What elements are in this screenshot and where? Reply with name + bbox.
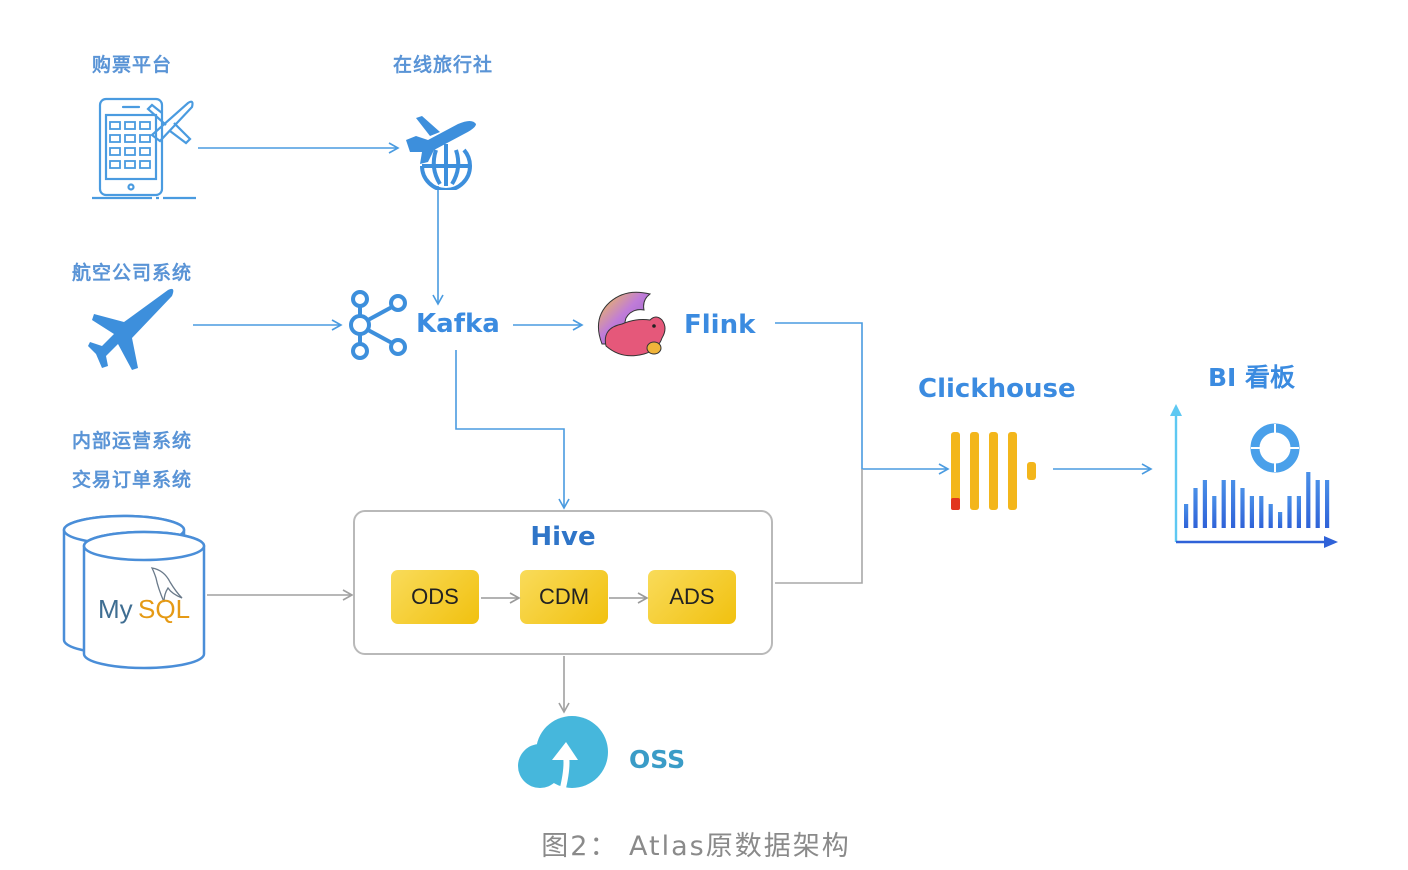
- hive-label: Hive: [530, 522, 596, 552]
- ticket-platform-label: 购票平台: [92, 54, 173, 76]
- bi-bar: [1259, 496, 1264, 528]
- clickhouse-logo-icon: [951, 432, 1036, 510]
- kafka-label: Kafka: [416, 309, 500, 339]
- bi-dashboard-label: BI 看板: [1208, 363, 1296, 392]
- oss-label: OSS: [629, 745, 686, 774]
- mysql-my-text: My: [98, 594, 133, 624]
- bi-bar: [1268, 504, 1273, 528]
- kafka-icon: [349, 290, 407, 360]
- bi-x-axis-arrow: [1324, 536, 1338, 548]
- airplane-icon: [88, 288, 174, 370]
- online-travel-agency-label: 在线旅行社: [393, 54, 494, 76]
- bi-dashboard-icon: [1170, 404, 1338, 548]
- bi-bar: [1287, 496, 1292, 528]
- bi-bar: [1184, 504, 1189, 528]
- bi-bar: [1240, 488, 1245, 528]
- figure-caption: 图2： Atlas原数据架构: [541, 831, 851, 862]
- trade-order-system-label: 交易订单系统: [72, 469, 193, 491]
- hive-layer-cdm: CDM: [520, 570, 608, 624]
- hive-layer-ods: ODS: [391, 570, 479, 624]
- bi-bar: [1221, 480, 1226, 528]
- clickhouse-label: Clickhouse: [918, 374, 1076, 404]
- hive-layer-arrows: [481, 592, 649, 604]
- flink-squirrel-icon: [597, 291, 666, 357]
- bi-bar: [1231, 480, 1236, 528]
- edge-hive-to-clickhouse: [775, 469, 863, 584]
- bi-bar: [1212, 496, 1217, 528]
- flink-label: Flink: [684, 310, 756, 340]
- hive-layer-ads: ADS: [648, 570, 736, 624]
- bi-bar: [1249, 496, 1254, 528]
- bi-bar: [1193, 488, 1198, 528]
- edge-flink-to-clickhouse: [775, 322, 950, 475]
- mysql-sql-text: SQL: [138, 594, 190, 624]
- bi-bar: [1202, 480, 1207, 528]
- edge-kafka-to-hive: [455, 350, 570, 510]
- bi-bar: [1296, 496, 1301, 528]
- hive-container: Hive ODS CDM ADS: [353, 510, 773, 655]
- bi-bar: [1325, 480, 1330, 528]
- mysql-database-icon: My SQL: [62, 514, 206, 670]
- internal-ops-system-label: 内部运营系统: [72, 430, 193, 452]
- bi-y-axis-arrow: [1170, 404, 1182, 416]
- bi-bar: [1278, 512, 1283, 528]
- plane-globe-icon: [406, 116, 476, 190]
- bi-bar: [1306, 472, 1311, 528]
- bi-bar: [1315, 480, 1320, 528]
- oss-cloud-icon: [518, 716, 608, 793]
- bi-donut: [1250, 423, 1300, 473]
- airline-system-label: 航空公司系统: [72, 262, 193, 284]
- tablet-ticket-icon: [92, 97, 196, 200]
